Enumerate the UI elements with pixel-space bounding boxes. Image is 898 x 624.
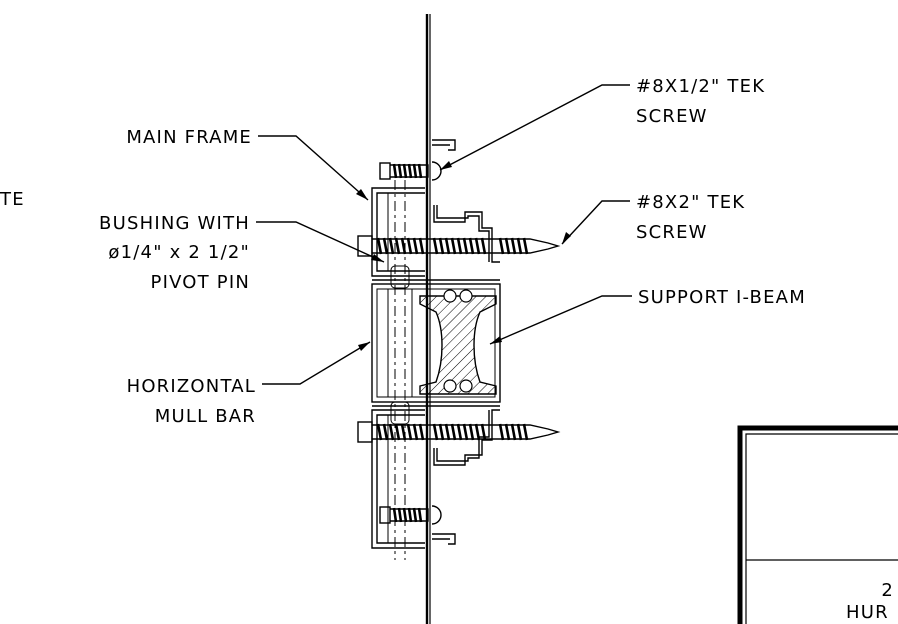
label-bushing-line1: BUSHING WITH bbox=[99, 213, 250, 234]
main-frame-upper bbox=[371, 139, 500, 277]
leader-main-frame bbox=[258, 135, 369, 201]
pivot-pin bbox=[390, 180, 410, 560]
glass-line bbox=[425, 14, 431, 624]
label-small-screw-line1: #8X1/2" TEK bbox=[636, 76, 765, 97]
label-main-frame: MAIN FRAME bbox=[126, 127, 252, 148]
main-frame-lower bbox=[371, 409, 500, 549]
leader-support bbox=[489, 295, 632, 345]
leader-small-screw bbox=[439, 84, 630, 171]
title-block: 2 HUR bbox=[737, 425, 898, 624]
label-bushing-line2: ø1/4" x 2 1/2" bbox=[108, 242, 250, 263]
leader-bushing bbox=[256, 221, 385, 263]
label-large-screw-line1: #8X2" TEK bbox=[636, 192, 745, 213]
label-support-i-beam: SUPPORT I-BEAM bbox=[638, 287, 806, 308]
label-horizontal-line2: MULL BAR bbox=[155, 406, 256, 427]
long-tek-screw-lower bbox=[357, 421, 561, 443]
small-tek-screw-lower bbox=[379, 505, 442, 525]
label-small-screw-line2: SCREW bbox=[636, 106, 708, 127]
long-tek-screw-upper bbox=[357, 235, 561, 257]
label-horizontal-line1: HORIZONTAL bbox=[127, 376, 256, 397]
label-bushing-line3: PIVOT PIN bbox=[151, 272, 250, 293]
leader-lines bbox=[256, 84, 632, 385]
support-i-beam bbox=[419, 289, 497, 395]
small-tek-screw-upper bbox=[379, 161, 442, 181]
leader-horizontal bbox=[262, 341, 371, 385]
horizontal-mull-bar bbox=[371, 279, 501, 407]
title-block-text-1: 2 bbox=[881, 580, 894, 601]
label-large-screw-line2: SCREW bbox=[636, 222, 708, 243]
title-block-text-2: HUR bbox=[846, 602, 889, 623]
label-cut-top: TE bbox=[0, 189, 25, 210]
leader-large-screw bbox=[561, 200, 630, 245]
